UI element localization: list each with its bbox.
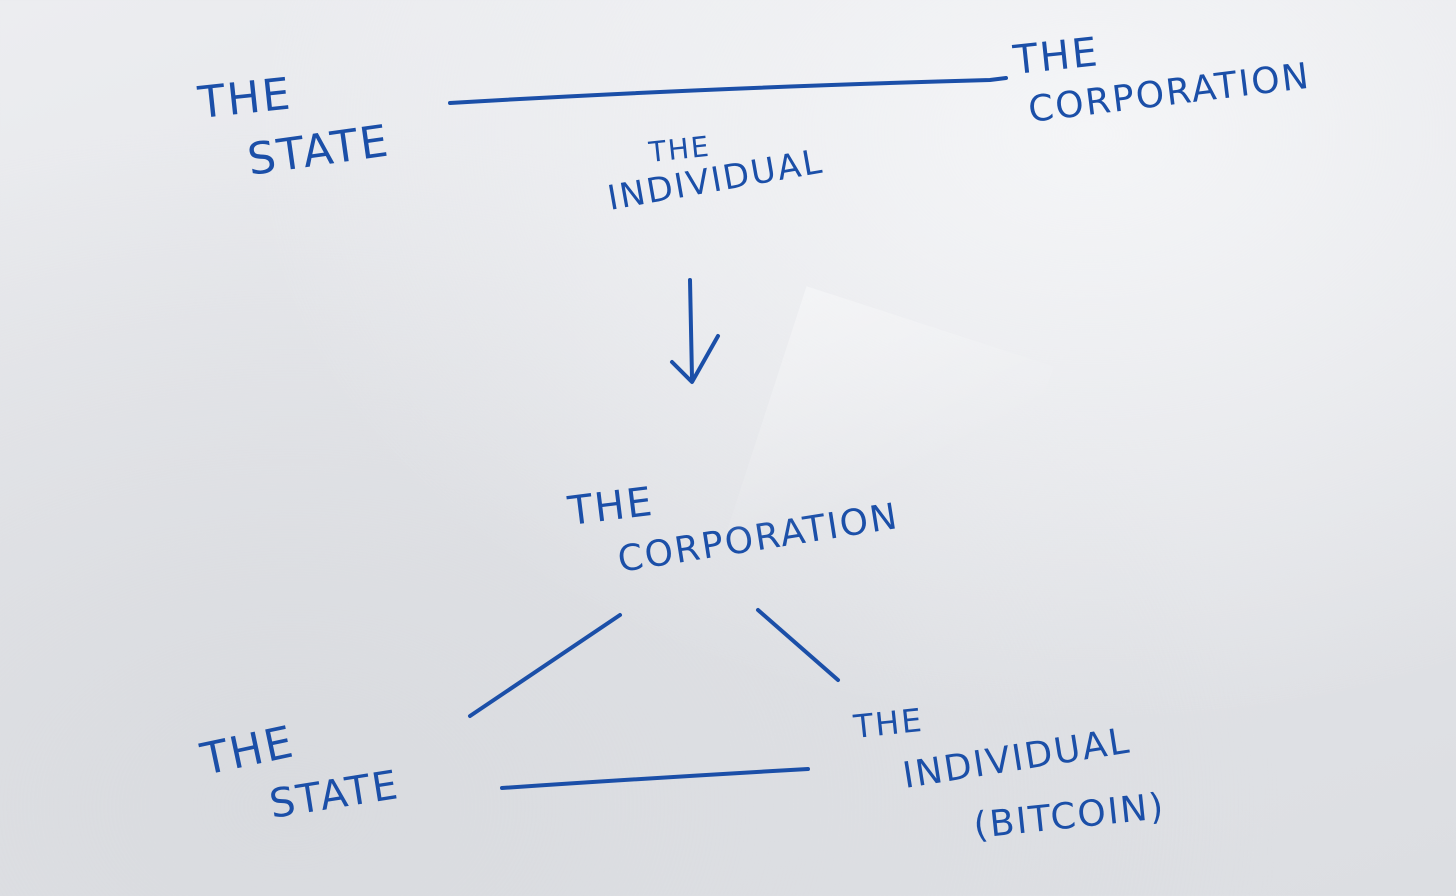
bottom-corporation-word-corporation: CORPORATION [615,496,902,581]
bottom-individual-word-bitcoin: (BITCOIN) [972,786,1168,847]
bottom-state-label: THE STATE [196,716,403,827]
down-arrow-icon [670,278,720,384]
bottom-corporation-word-the: THE [565,479,657,535]
top-state-label: THE STATE [195,68,393,185]
top-corporation-word-the: THE [1010,29,1101,84]
top-connector-line [448,76,1008,105]
top-corporation-label: THE CORPORATION [1010,29,1313,131]
top-individual-word-individual: INDIVIDUAL [605,142,827,219]
top-state-word-state: STATE [244,116,392,186]
bottom-state-word-the: THE [196,716,299,786]
triangle-edge-state-individual [500,767,810,790]
bottom-individual-word-individual: INDIVIDUAL [900,720,1133,796]
triangle-edge-corporation-state [468,613,622,718]
triangle-edge-corporation-individual [756,608,840,682]
top-state-word-the: THE [195,68,295,129]
bottom-individual-label: THE INDIVIDUAL (BITCOIN) [851,701,1167,847]
top-individual-label: THE INDIVIDUAL [605,130,827,219]
bottom-individual-word-the: THE [851,701,925,746]
bottom-state-word-state: STATE [266,762,402,828]
bottom-corporation-label: THE CORPORATION [565,479,902,581]
top-individual-word-the: THE [646,130,712,169]
